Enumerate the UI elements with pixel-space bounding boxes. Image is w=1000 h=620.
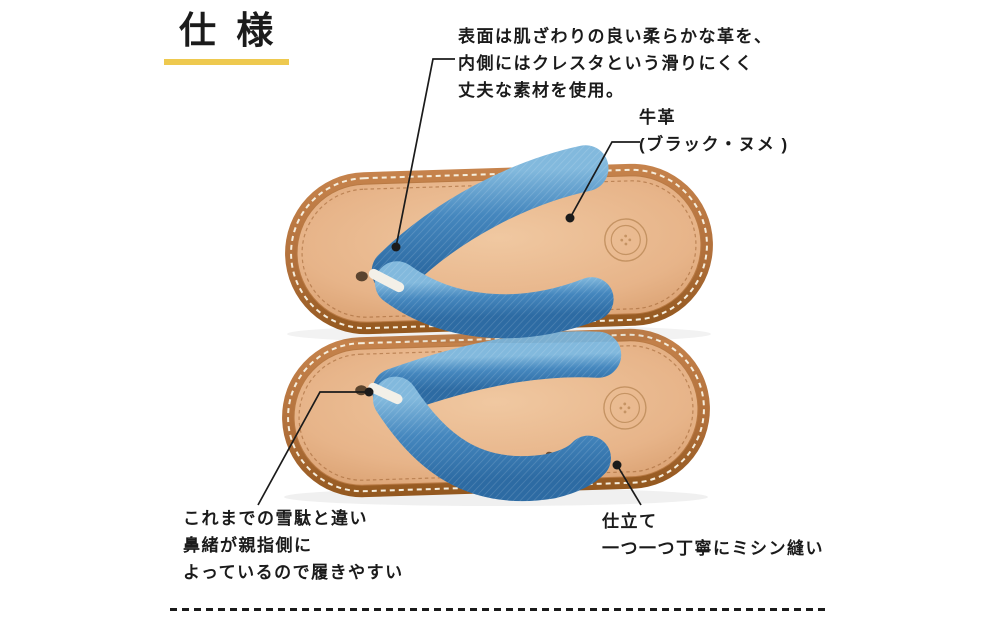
callout-line-strap	[257, 391, 369, 506]
sandal-bottom	[282, 328, 710, 502]
toe-loop	[368, 382, 403, 405]
callout-text-line: 牛革	[639, 108, 676, 127]
callout-text-line: これまでの雪駄と違い	[183, 509, 368, 528]
sandal-top	[285, 145, 713, 339]
callout-dot-strap	[364, 387, 374, 397]
callout-dot-leather	[565, 213, 575, 223]
callout-text-line: 鼻緒が親指側に	[183, 536, 313, 555]
denim-strap	[372, 331, 622, 502]
callout-tailoring: 仕立て 一つ一つ丁寧にミシン縫い	[602, 508, 824, 562]
callout-text-line: 表面は肌ざわりの良い柔らかな革を、	[458, 27, 773, 46]
callout-surface-material: 表面は肌ざわりの良い柔らかな革を、 内側にはクレスタという滑りにくく 丈夫な素材…	[458, 23, 773, 104]
callout-text-line: (ブラック・ヌメ )	[639, 135, 789, 154]
callout-text-line: 内側にはクレスタという滑りにくく	[458, 54, 754, 73]
callout-dot-material	[391, 242, 401, 252]
callout-lines	[257, 58, 642, 506]
dashed-divider	[170, 608, 830, 611]
callout-text-line: 一つ一つ丁寧にミシン縫い	[602, 539, 824, 558]
callout-leather: 牛革 (ブラック・ヌメ )	[639, 104, 789, 158]
callout-line-material	[395, 58, 455, 248]
embossed-stamp-icon	[604, 218, 648, 262]
embossed-stamp-icon	[603, 386, 647, 430]
thong-hole	[355, 271, 368, 282]
callout-dot-tailoring	[612, 460, 622, 470]
callout-text-line: 丈夫な素材を使用。	[458, 81, 625, 100]
page-title: 仕 様	[179, 10, 279, 51]
callout-line-leather	[569, 141, 640, 219]
callout-text-line: 仕立て	[602, 512, 658, 531]
callout-line-tailoring	[616, 464, 642, 506]
callout-text-line: よっているので履きやすい	[183, 563, 404, 582]
callout-strap: これまでの雪駄と違い 鼻緒が親指側に よっているので履きやすい	[183, 505, 404, 586]
denim-strap	[371, 145, 614, 339]
toe-loop	[368, 268, 405, 293]
title-underline	[164, 59, 289, 65]
